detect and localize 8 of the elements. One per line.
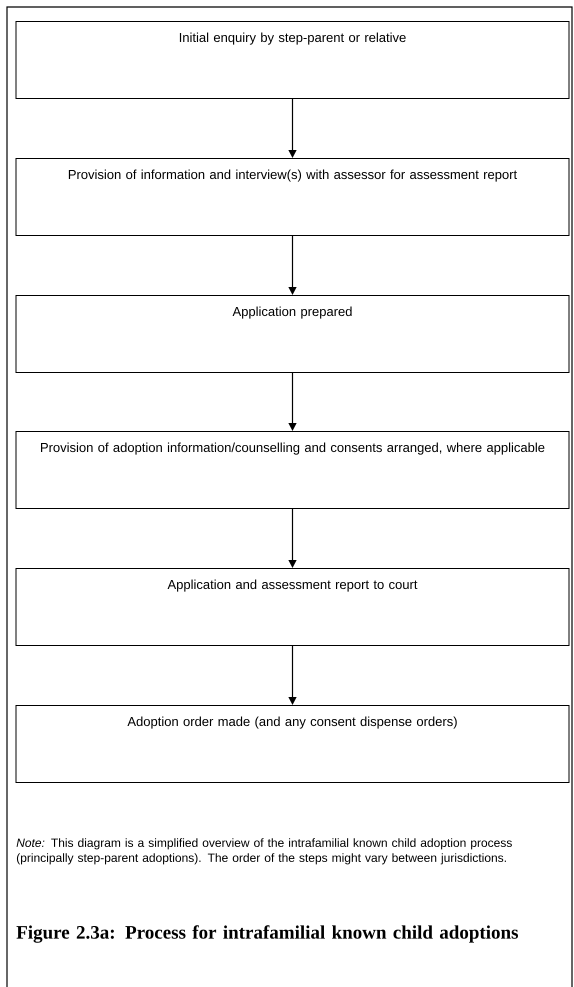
process-box: Application prepared (16, 295, 570, 373)
process-box: Initial enquiry by step-parent or relative (16, 21, 570, 99)
figure-caption: Figure 2.3a: Process for intrafamilial known child adoptions (16, 925, 518, 943)
process-box: Adoption order made (and any consent dispense orders) (16, 705, 570, 783)
process-box: Application and assessment report to court (16, 568, 570, 646)
process-box: Provision of adoption information/counselling and consents arranged, where applicable (16, 431, 570, 509)
note: Note: This diagram is a simplified overview of the intrafamilial known child adoption process (principally step-parent adoptions). The order of the steps might vary between jurisdictions. (16, 838, 512, 864)
process-box: Provision of information and interview(s) with assessor for assessment report (16, 158, 570, 236)
